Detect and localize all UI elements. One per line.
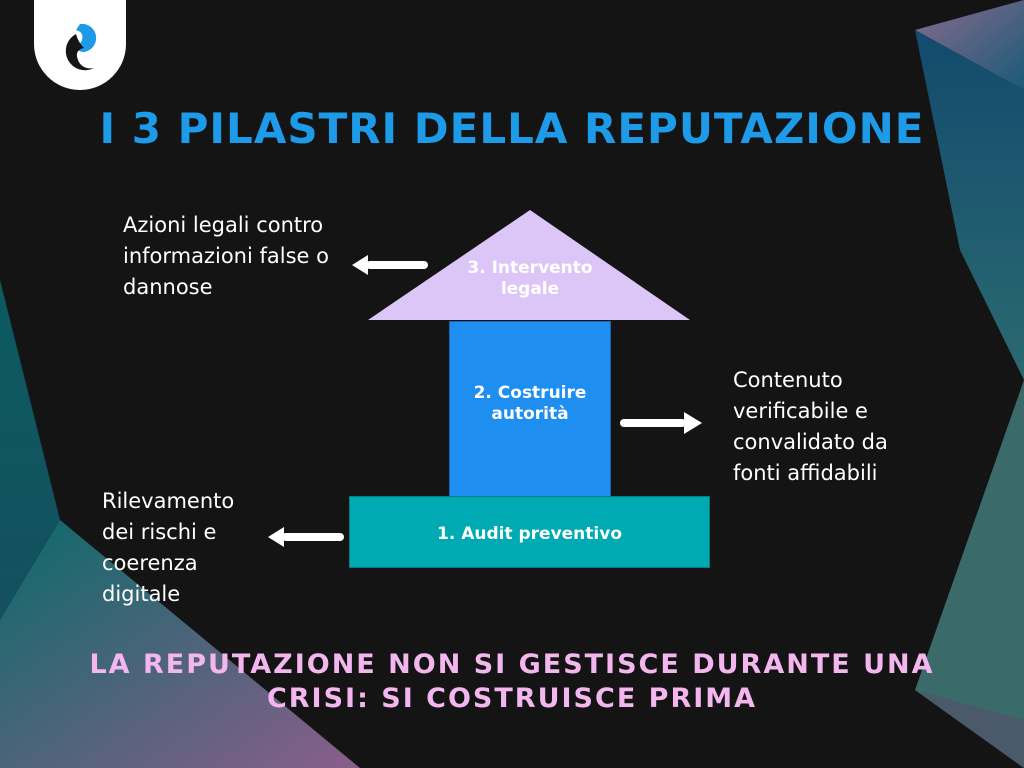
pillar-1-description: Rilevamento dei rischi e coerenza digita… [102, 489, 235, 606]
page-title: I 3 PILASTRI DELLA REPUTAZIONE [99, 104, 925, 153]
pillar-3-roof [368, 210, 690, 320]
pillar-3-label: 3. Intervento legale [467, 258, 593, 299]
arrow-right-icon [620, 412, 702, 434]
arrow-left-icon [268, 527, 344, 547]
pillar-2-description: Contenuto verificabile e convalidato da … [733, 368, 888, 485]
logo [34, 0, 126, 90]
arrow-left-icon [352, 255, 428, 275]
footer-tagline: LA REPUTAZIONE NON SI GESTISCE DURANTE U… [89, 649, 935, 714]
pillar-1-label: 1. Audit preventivo [436, 524, 623, 544]
logo-icon [65, 23, 97, 71]
pillar-2-label: 2. Costruire autorità [473, 383, 587, 424]
pillar-3-description: Azioni legali contro informazioni false … [123, 213, 329, 299]
pillar-1-block [349, 496, 710, 568]
